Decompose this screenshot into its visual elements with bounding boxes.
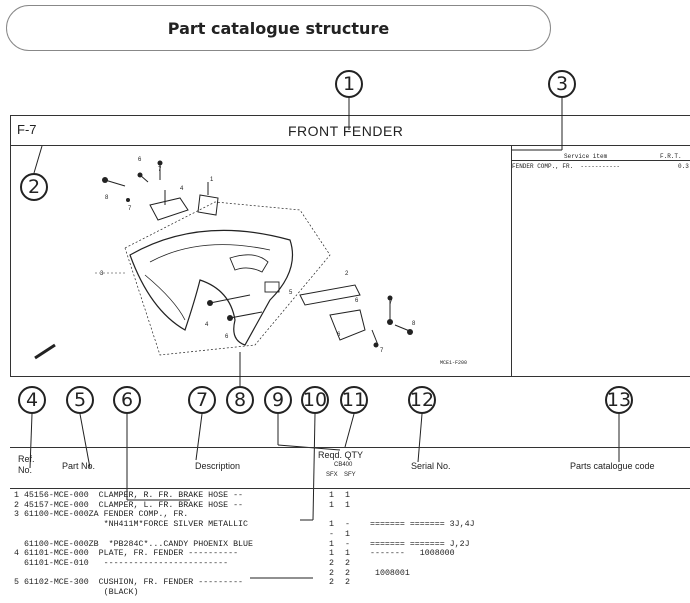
serial-range: 1008001 (375, 568, 410, 578)
callout-11: 11 (340, 386, 368, 414)
svg-text:3: 3 (100, 271, 104, 277)
callout-13: 13 (605, 386, 633, 414)
qty-sfy: 1 (345, 491, 350, 500)
callout-7: 7 (188, 386, 216, 414)
qty-sfy: 1 (345, 529, 350, 539)
col-ref-line2: No. (18, 465, 33, 475)
callout-8: 8 (226, 386, 254, 414)
callout-9: 9 (264, 386, 292, 414)
qty-sfy: 2 (345, 558, 350, 568)
col-reqd-qty: Reqd. QTY (318, 450, 364, 460)
figure-number: F-7 (17, 122, 37, 137)
service-header-right: F.R.T. (660, 153, 682, 160)
col-model: CB400 (334, 462, 353, 468)
header-divider (10, 145, 690, 146)
qty-sfy: 1 (345, 500, 350, 510)
structure-banner: Part catalogue structure (6, 5, 551, 51)
table-row: 61101-MCE-010 ------------------------- (14, 558, 229, 568)
table-row: 2 45157-MCE-000 CLAMPER, L. FR. BRAKE HO… (14, 500, 244, 510)
qty-sfx: 1 (329, 500, 334, 510)
service-panel-divider (511, 146, 512, 376)
col-catalogue-code: Parts catalogue code (570, 461, 655, 471)
svg-text:7: 7 (380, 348, 384, 354)
callout-2: 2 (20, 173, 48, 201)
svg-text:1: 1 (210, 177, 214, 183)
callout-3: 3 (548, 70, 576, 98)
col-sfy: SFY (344, 472, 356, 478)
callout-12: 12 (408, 386, 436, 414)
svg-text:5: 5 (289, 290, 293, 296)
callout-4: 4 (18, 386, 46, 414)
svg-text:6: 6 (355, 298, 359, 304)
catalogue-page-frame (10, 115, 690, 377)
qty-sfx: 1 (329, 549, 334, 559)
qty-sfx: 1 (329, 539, 334, 549)
callout-10: 10 (301, 386, 329, 414)
qty-sfy: 2 (345, 568, 350, 578)
service-panel-header: Service item F.R.T. (512, 153, 690, 161)
service-row-value: 0.3 (678, 163, 689, 170)
col-part-no: Part No. (62, 461, 96, 471)
qty-sfy: - (345, 539, 350, 549)
table-row: 4 61101-MCE-000 PLATE, FR. FENDER ------… (14, 549, 239, 559)
banner-title: Part catalogue structure (167, 18, 390, 38)
qty-sfx: 1 (329, 520, 334, 530)
svg-text:7: 7 (389, 300, 393, 306)
table-row: 1 45156-MCE-000 CLAMPER, R. FR. BRAKE HO… (14, 491, 244, 500)
table-row: 5 61102-MCE-300 CUSHION, FR. FENDER ----… (14, 578, 244, 588)
qty-sfx: 2 (329, 558, 334, 568)
service-row-text: FENDER COMP., FR. ----------- (512, 163, 621, 170)
svg-text:7: 7 (128, 206, 132, 212)
svg-text:7: 7 (158, 167, 162, 173)
qty-sfx: - (329, 529, 334, 539)
serial-range: ======= ======= J,2J (370, 539, 470, 549)
serial-range: ------- 1008000 (370, 549, 455, 559)
callout-5: 5 (66, 386, 94, 414)
table-row: 61100-MCE-000ZB *PB284C*...CANDY PHOENIX… (14, 539, 253, 549)
svg-text:2: 2 (345, 271, 349, 277)
qty-sfy: - (345, 520, 350, 530)
table-top-rule (10, 447, 690, 448)
qty-sfx: 1 (329, 491, 334, 500)
col-serial: Serial No. (411, 461, 451, 471)
svg-text:8: 8 (105, 195, 109, 201)
col-description: Description (195, 461, 241, 471)
qty-sfy: 1 (345, 549, 350, 559)
svg-text:4: 4 (205, 322, 209, 328)
page-title: FRONT FENDER (288, 123, 404, 139)
svg-text:6: 6 (138, 157, 142, 163)
col-sfx: SFX (326, 472, 338, 478)
svg-text:6: 6 (225, 334, 229, 340)
table-row: 3 61100-MCE-000ZA FENDER COMP., FR. (14, 510, 189, 520)
service-header-left: Service item (564, 153, 608, 160)
callout-6: 6 (113, 386, 141, 414)
qty-sfy: 2 (345, 578, 350, 588)
table-row: *NH411M*FORCE SILVER METALLIC (14, 520, 249, 530)
svg-text:8: 8 (412, 321, 416, 327)
qty-sfx: 2 (329, 578, 334, 588)
table-header-rule (10, 488, 690, 489)
service-row: FENDER COMP., FR. ----------- 0.3 (512, 163, 689, 170)
svg-text:4: 4 (180, 186, 184, 192)
col-ref-line1: Ref. (18, 454, 35, 464)
callout-1: 1 (335, 70, 363, 98)
serial-range: ======= ======= 3J,4J (370, 520, 475, 530)
drawing-code: MCE1-F200 (440, 360, 468, 366)
qty-sfx: 2 (329, 568, 334, 578)
table-row: (BLACK) (14, 588, 139, 597)
svg-text:6: 6 (337, 332, 341, 338)
